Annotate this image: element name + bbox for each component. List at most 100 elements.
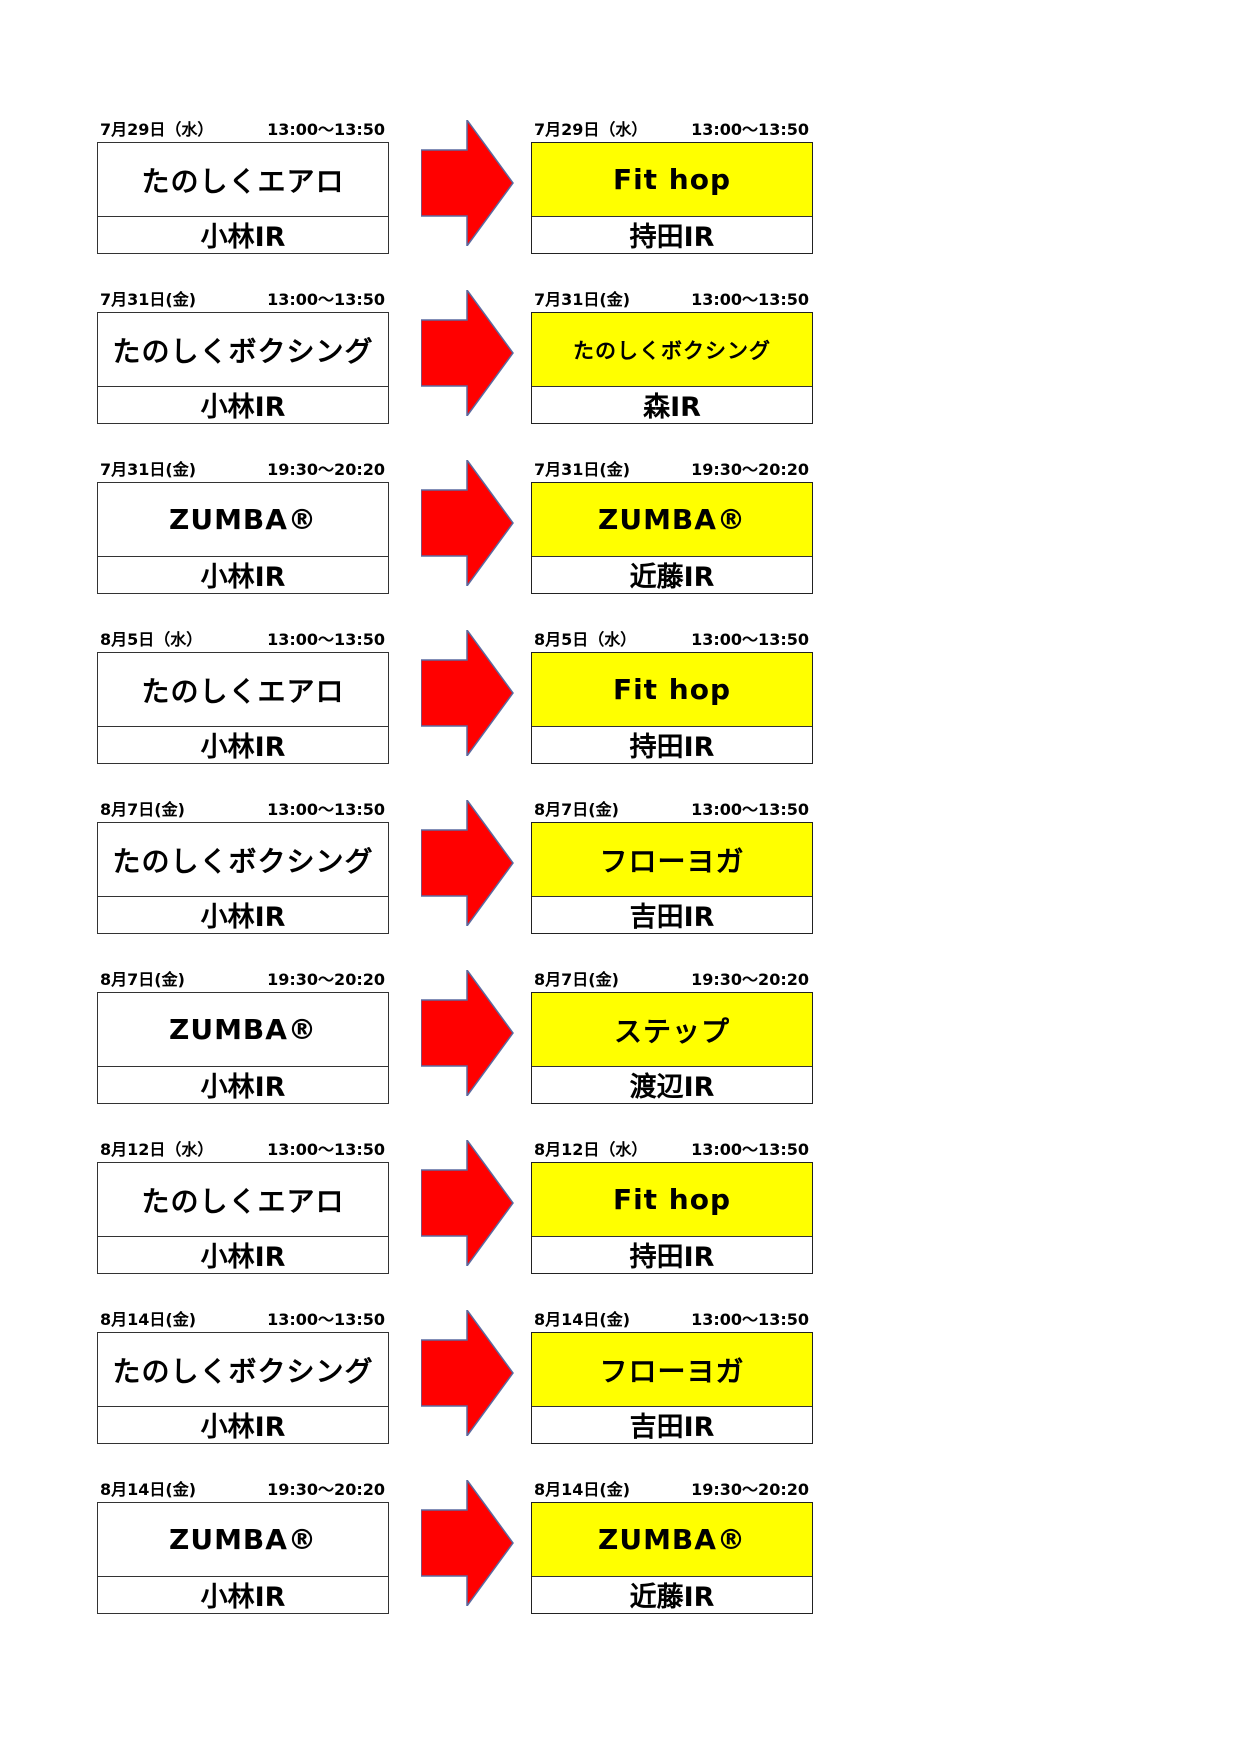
time-label: 13:00〜13:50 [691,1140,809,1159]
schedule-header: 7月31日(金) 19:30〜20:20 [534,458,813,482]
original-schedule-card: 8月14日(金) 19:30〜20:20 ZUMBA® 小林IR [97,1478,389,1638]
time-label: 13:00〜13:50 [691,120,809,139]
changed-schedule-card: 7月31日(金) 19:30〜20:20 ZUMBA® 近藤IR [531,458,813,618]
schedule-box: Fit hop 持田IR [531,142,813,254]
class-name: ZUMBA® [98,483,388,557]
date-label: 8月14日(金) [534,1480,631,1499]
class-name: Fit hop [532,143,812,217]
date-label: 8月7日(金) [100,970,185,989]
class-name: ZUMBA® [98,1503,388,1577]
class-name: たのしくエアロ [98,1163,388,1237]
class-name: Fit hop [532,653,812,727]
class-name: たのしくボクシング [98,1333,388,1407]
date-label: 8月5日（水） [534,630,637,649]
time-label: 13:00〜13:50 [691,290,809,309]
schedule-header: 8月12日（水） 13:00〜13:50 [534,1138,813,1162]
schedule-box: ZUMBA® 近藤IR [531,1502,813,1614]
time-label: 13:00〜13:50 [691,630,809,649]
date-label: 7月31日(金) [100,460,197,479]
instructor-name: 小林IR [200,902,286,933]
schedule-header: 8月14日(金) 13:00〜13:50 [100,1308,389,1332]
date-label: 8月7日(金) [100,800,185,819]
schedule-row: 8月7日(金) 13:00〜13:50 たのしくボクシング 小林IR 8月7日(… [0,798,1240,958]
class-name: たのしくボクシング [98,823,388,897]
changed-schedule-card: 8月14日(金) 13:00〜13:50 フローヨガ 吉田IR [531,1308,813,1468]
date-label: 8月12日（水） [100,1140,214,1159]
date-label: 8月7日(金) [534,970,619,989]
date-label: 8月5日（水） [100,630,203,649]
instructor-name: 持田IR [629,222,715,253]
schedule-row: 8月14日(金) 19:30〜20:20 ZUMBA® 小林IR 8月14日(金… [0,1478,1240,1638]
schedule-box: ZUMBA® 近藤IR [531,482,813,594]
instructor-name: 持田IR [629,1242,715,1273]
schedule-row: 7月31日(金) 19:30〜20:20 ZUMBA® 小林IR 7月31日(金… [0,458,1240,618]
schedule-header: 7月31日(金) 13:00〜13:50 [534,288,813,312]
schedule-header: 8月7日(金) 19:30〜20:20 [534,968,813,992]
changed-schedule-card: 8月7日(金) 13:00〜13:50 フローヨガ 吉田IR [531,798,813,958]
date-label: 7月31日(金) [534,460,631,479]
original-schedule-card: 7月31日(金) 13:00〜13:50 たのしくボクシング 小林IR [97,288,389,448]
time-label: 13:00〜13:50 [267,1310,385,1329]
time-label: 13:00〜13:50 [267,1140,385,1159]
right-arrow-icon [421,460,514,586]
class-name: ZUMBA® [532,483,812,557]
original-schedule-card: 7月31日(金) 19:30〜20:20 ZUMBA® 小林IR [97,458,389,618]
schedule-header: 8月5日（水） 13:00〜13:50 [100,628,389,652]
original-schedule-card: 8月7日(金) 19:30〜20:20 ZUMBA® 小林IR [97,968,389,1128]
schedule-box: ZUMBA® 小林IR [97,992,389,1104]
instructor-name: 小林IR [200,1242,286,1273]
time-label: 13:00〜13:50 [267,290,385,309]
schedule-header: 8月14日(金) 13:00〜13:50 [534,1308,813,1332]
time-label: 19:30〜20:20 [267,460,385,479]
date-label: 7月31日(金) [100,290,197,309]
instructor-name: 吉田IR [629,1412,715,1443]
schedule-header: 8月7日(金) 19:30〜20:20 [100,968,389,992]
original-schedule-card: 8月7日(金) 13:00〜13:50 たのしくボクシング 小林IR [97,798,389,958]
right-arrow-icon [421,800,514,926]
schedule-header: 8月14日(金) 19:30〜20:20 [100,1478,389,1502]
changed-schedule-card: 8月5日（水） 13:00〜13:50 Fit hop 持田IR [531,628,813,788]
time-label: 19:30〜20:20 [691,460,809,479]
changed-schedule-card: 7月29日（水） 13:00〜13:50 Fit hop 持田IR [531,118,813,278]
instructor-name: 小林IR [200,1412,286,1443]
schedule-box: たのしくボクシング 小林IR [97,822,389,934]
schedule-box: たのしくボクシング 森IR [531,312,813,424]
schedule-box: たのしくエアロ 小林IR [97,652,389,764]
schedule-row: 8月7日(金) 19:30〜20:20 ZUMBA® 小林IR 8月7日(金) … [0,968,1240,1128]
schedule-header: 7月29日（水） 13:00〜13:50 [534,118,813,142]
class-name: Fit hop [532,1163,812,1237]
time-label: 19:30〜20:20 [691,970,809,989]
schedule-header: 8月14日(金) 19:30〜20:20 [534,1478,813,1502]
schedule-box: Fit hop 持田IR [531,652,813,764]
date-label: 8月7日(金) [534,800,619,819]
time-label: 13:00〜13:50 [691,800,809,819]
right-arrow-icon [421,290,514,416]
schedule-row: 7月31日(金) 13:00〜13:50 たのしくボクシング 小林IR 7月31… [0,288,1240,448]
date-label: 8月14日(金) [100,1480,197,1499]
instructor-name: 小林IR [200,1582,286,1613]
right-arrow-icon [421,630,514,756]
date-label: 8月12日（水） [534,1140,648,1159]
class-name: ステップ [532,993,812,1067]
right-arrow-icon [421,970,514,1096]
schedule-box: フローヨガ 吉田IR [531,1332,813,1444]
instructor-name: 渡辺IR [629,1072,715,1103]
instructor-name: 近藤IR [629,562,715,593]
schedule-box: たのしくボクシング 小林IR [97,1332,389,1444]
instructor-name: 森IR [643,392,701,423]
time-label: 19:30〜20:20 [267,970,385,989]
right-arrow-icon [421,1310,514,1436]
right-arrow-icon [421,1140,514,1266]
instructor-name: 小林IR [200,392,286,423]
instructor-name: 小林IR [200,1072,286,1103]
schedule-row: 7月29日（水） 13:00〜13:50 たのしくエアロ 小林IR 7月29日（… [0,118,1240,278]
schedule-row: 8月5日（水） 13:00〜13:50 たのしくエアロ 小林IR 8月5日（水）… [0,628,1240,788]
class-name: フローヨガ [532,823,812,897]
time-label: 13:00〜13:50 [691,1310,809,1329]
schedule-row: 8月14日(金) 13:00〜13:50 たのしくボクシング 小林IR 8月14… [0,1308,1240,1468]
schedule-box: ステップ 渡辺IR [531,992,813,1104]
date-label: 7月29日（水） [534,120,648,139]
class-name: たのしくエアロ [98,143,388,217]
class-name: ZUMBA® [98,993,388,1067]
